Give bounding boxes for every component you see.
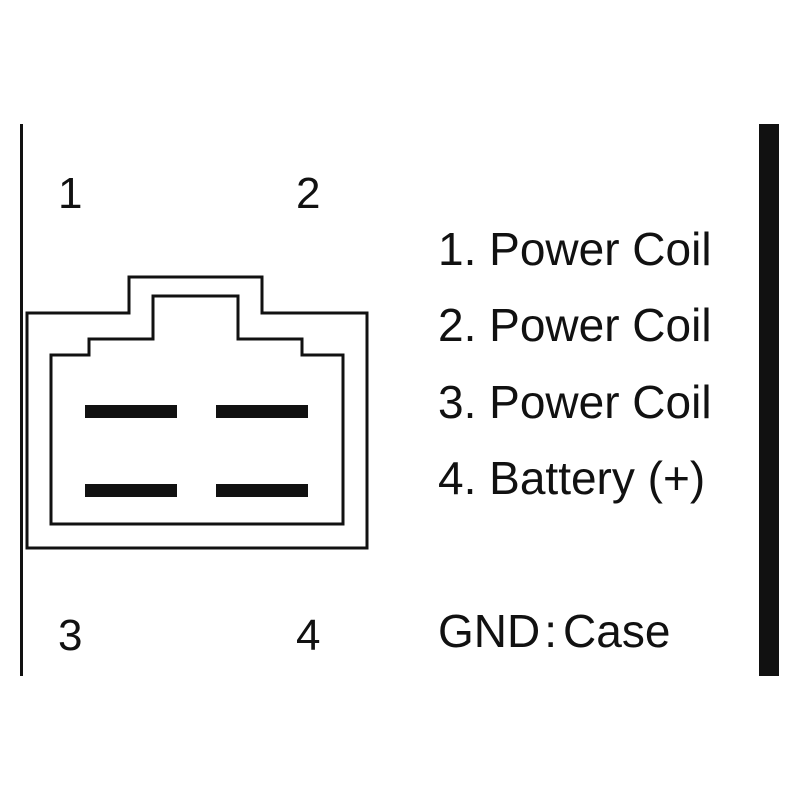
terminal-1 [85, 405, 177, 418]
legend-ground: GND:Case [438, 608, 670, 654]
connector-outer-housing [25, 275, 369, 550]
frame-right-bar [759, 124, 779, 676]
legend-item-2: 2. Power Coil [438, 299, 712, 351]
ground-value: Case [563, 605, 671, 657]
pin-number-3: 3 [58, 611, 83, 660]
pin-number-4: 4 [296, 611, 321, 660]
frame-left-border [20, 124, 23, 676]
legend-item-1: 1. Power Coil [438, 223, 712, 275]
terminal-4 [216, 484, 308, 497]
ground-label: GND [438, 605, 541, 657]
connector-inner-cavity [49, 294, 345, 526]
pin-number-2: 2 [296, 169, 321, 218]
legend-item-3: 3. Power Coil [438, 376, 712, 428]
terminal-3 [85, 484, 177, 497]
legend-item-4: 4. Battery (+) [438, 452, 706, 504]
connector-diagram [25, 275, 369, 550]
ground-separator: : [544, 605, 558, 657]
terminal-2 [216, 405, 308, 418]
pin-number-1: 1 [58, 169, 83, 218]
pin-legend: 1. Power Coil 2. Power Coil 3. Power Coi… [438, 0, 759, 800]
